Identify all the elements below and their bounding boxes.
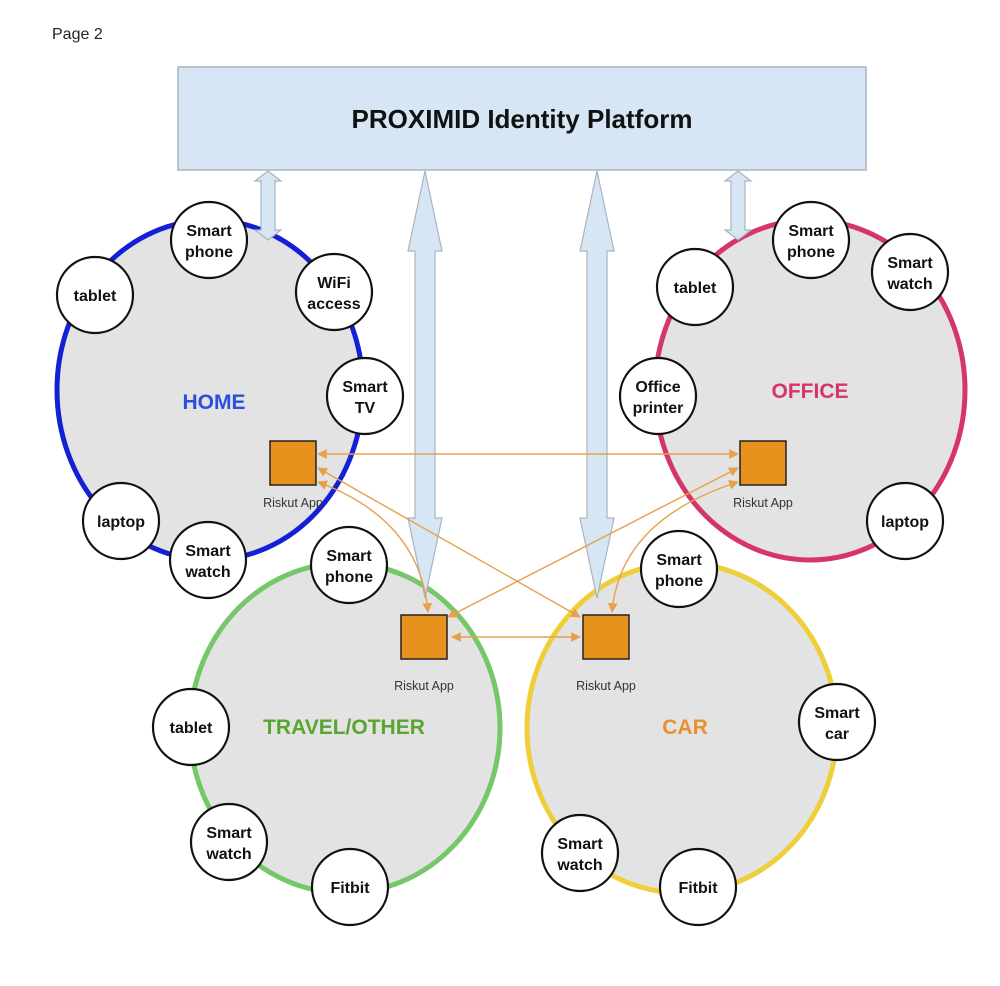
device-node[interactable]: Smart watch (870, 232, 950, 312)
device-node[interactable]: Smart phone (639, 529, 719, 609)
app-label: Riskut App (394, 679, 454, 693)
device-node[interactable]: tablet (55, 255, 135, 335)
device-label: Smart (342, 379, 388, 396)
device-circle[interactable] (151, 687, 231, 767)
app-label: Riskut App (733, 496, 793, 510)
device-node[interactable]: Smart phone (169, 200, 249, 280)
device-node[interactable]: Smart phone (309, 525, 389, 605)
device-label: car (825, 726, 849, 743)
device-label: WiFi (317, 275, 351, 292)
device-label: watch (205, 846, 251, 863)
device-label: watch (556, 857, 602, 874)
riskut-app-travel[interactable]: Riskut App (394, 614, 454, 693)
device-node[interactable]: Smart phone (771, 200, 851, 280)
device-node[interactable]: laptop (81, 481, 161, 561)
zone-label: TRAVEL/OTHER (263, 716, 425, 739)
device-label: Smart (206, 825, 252, 842)
device-circle[interactable] (639, 529, 719, 609)
device-circle[interactable] (325, 356, 405, 436)
device-node[interactable]: tablet (655, 247, 735, 327)
device-label: printer (633, 400, 684, 417)
office-sync-arrow-icon (723, 170, 753, 241)
device-node[interactable]: WiFi access (294, 252, 374, 332)
platform-box[interactable] (177, 66, 867, 171)
device-label: laptop (97, 514, 145, 531)
device-label: Smart (887, 255, 933, 272)
device-circle[interactable] (658, 847, 738, 927)
device-label: Fitbit (678, 880, 718, 897)
device-label: Smart (788, 223, 834, 240)
device-label: Smart (656, 552, 702, 569)
device-label: TV (355, 400, 376, 417)
device-label: Smart (814, 705, 860, 722)
travel-sync-arrow-icon (407, 170, 443, 599)
home-sync-arrow-icon (253, 170, 283, 241)
device-label: phone (655, 573, 703, 590)
app-label: Riskut App (263, 496, 323, 510)
device-circle[interactable] (797, 682, 877, 762)
riskut-app-car[interactable]: Riskut App (576, 614, 636, 693)
page-label: Page 2 (52, 26, 103, 43)
app-label: Riskut App (576, 679, 636, 693)
platform-title: PROXIMID Identity Platform (352, 104, 693, 134)
app-square-icon[interactable] (739, 440, 787, 486)
device-circle[interactable] (189, 802, 269, 882)
link-office-car (607, 480, 739, 613)
device-circle[interactable] (865, 481, 945, 561)
device-node[interactable]: Office printer (618, 356, 698, 436)
device-circle[interactable] (169, 200, 249, 280)
device-node[interactable]: Smart watch (168, 520, 248, 600)
device-circle[interactable] (618, 356, 698, 436)
device-node[interactable]: Fitbit (658, 847, 738, 927)
device-circle[interactable] (55, 255, 135, 335)
device-circle[interactable] (310, 847, 390, 927)
device-label: tablet (170, 720, 213, 737)
app-square-icon[interactable] (269, 440, 317, 486)
device-node[interactable]: Smart watch (189, 802, 269, 882)
device-node[interactable]: Fitbit (310, 847, 390, 927)
device-circle[interactable] (168, 520, 248, 600)
device-label: Smart (186, 223, 232, 240)
device-node[interactable]: tablet (151, 687, 231, 767)
device-label: Smart (557, 836, 603, 853)
link-home-travel (317, 480, 433, 613)
zone-label: CAR (662, 716, 708, 739)
device-circle[interactable] (309, 525, 389, 605)
device-label: tablet (674, 280, 717, 297)
device-circle[interactable] (81, 481, 161, 561)
device-label: watch (886, 276, 932, 293)
device-label: tablet (74, 288, 117, 305)
device-circle[interactable] (771, 200, 851, 280)
app-square-icon[interactable] (400, 614, 448, 660)
riskut-app-office[interactable]: Riskut App (733, 440, 793, 510)
device-label: Smart (185, 543, 231, 560)
riskut-app-home[interactable]: Riskut App (263, 440, 323, 510)
device-node[interactable]: Smart watch (540, 813, 620, 893)
device-label: Smart (326, 548, 372, 565)
device-label: laptop (881, 514, 929, 531)
device-label: phone (787, 244, 835, 261)
device-label: phone (325, 569, 373, 586)
device-circle[interactable] (870, 232, 950, 312)
device-label: Office (635, 379, 680, 396)
app-square-icon[interactable] (582, 614, 630, 660)
device-node[interactable]: Smart car (797, 682, 877, 762)
device-label: phone (185, 244, 233, 261)
device-label: access (307, 296, 360, 313)
zone-label: HOME (183, 391, 246, 414)
device-circle[interactable] (540, 813, 620, 893)
zone-label: OFFICE (772, 380, 849, 403)
device-label: Fitbit (330, 880, 370, 897)
device-node[interactable]: laptop (865, 481, 945, 561)
device-circle[interactable] (294, 252, 374, 332)
device-circle[interactable] (655, 247, 735, 327)
device-label: watch (184, 564, 230, 581)
